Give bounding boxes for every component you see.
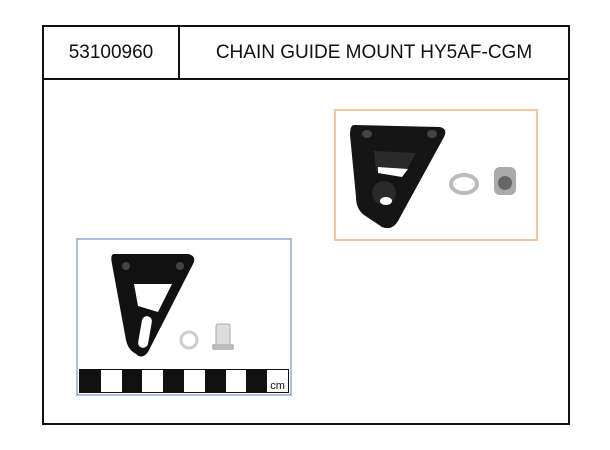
scale-unit: cm	[270, 380, 285, 392]
header-row: 53100960 CHAIN GUIDE MOUNT HY5AF-CGM	[44, 27, 568, 80]
product-photo-scale: cm	[76, 238, 292, 396]
spec-sheet: 53100960 CHAIN GUIDE MOUNT HY5AF-CGM	[42, 25, 570, 425]
mount-plate-angled-icon	[350, 125, 516, 229]
product-photo-angled	[334, 109, 538, 241]
scale-ticks	[80, 370, 101, 392]
part-number: 53100960	[44, 27, 180, 78]
part-title: CHAIN GUIDE MOUNT HY5AF-CGM	[215, 41, 533, 63]
mount-plate-flat-icon	[111, 254, 234, 357]
scale-bar: cm	[79, 369, 289, 393]
